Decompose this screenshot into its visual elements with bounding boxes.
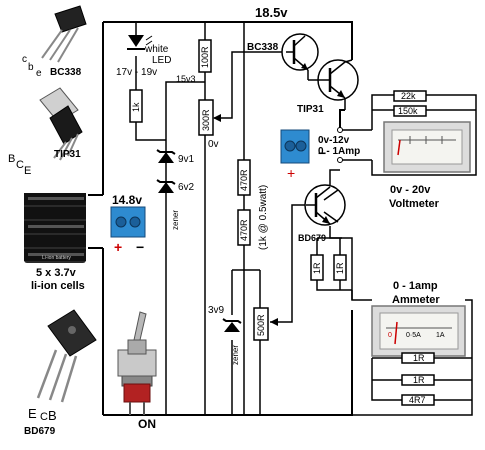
resistor-470r-upper-label: 470R	[239, 169, 249, 191]
zener-6v2-label: 6v2	[178, 182, 195, 193]
bd679-pin-c: C	[40, 411, 48, 423]
white-led: white LED 17v - 19v	[116, 35, 171, 78]
resistor-470r-lower-label: 470R	[239, 219, 249, 241]
zener-3v9: 3v9 zener	[208, 305, 242, 365]
pot-500r: 500R	[253, 307, 278, 341]
switch-on-label: ON	[138, 417, 156, 431]
resistor-100r: 100R	[198, 39, 212, 73]
battery-minus-label: −	[136, 239, 144, 255]
zener-9v1: 9v1	[156, 149, 195, 165]
voltage-15v3-label: 15v3	[176, 74, 196, 84]
zener-label-a: zener	[171, 210, 180, 230]
voltmeter-range: 0v - 20v	[390, 184, 431, 196]
transistor-bd679: BD679	[298, 184, 346, 243]
battery-plus-label: +	[114, 239, 122, 255]
tip31-package-illustration: TIP31 B C E	[8, 87, 83, 177]
bc338-package-illustration: c b e BC338	[22, 5, 87, 79]
ammeter-title: Ammeter	[392, 294, 440, 306]
resistor-1r-c-label: 1R	[413, 353, 425, 363]
resistor-1r-d-label: 1R	[413, 375, 425, 385]
toggle-switch[interactable]: ON	[117, 311, 157, 431]
bc338-pin-e: e	[36, 68, 42, 79]
pot-300r: 300R 0v	[198, 99, 221, 150]
bd679-label: BD679	[298, 233, 326, 243]
supply-voltage-label: 18.5v	[255, 5, 288, 20]
battery-voltage-label: 14.8v	[112, 193, 142, 207]
resistor-1r-b-label: 1R	[335, 262, 345, 274]
pot-300r-label: 300R	[201, 109, 211, 131]
ammeter: 1R 1R 0 - 1amp Ammeter 0 0·5A 1A 1R 1R 4…	[310, 254, 466, 406]
pot-500r-label: 500R	[256, 314, 266, 336]
bc338-pin-c: c	[22, 54, 27, 65]
resistor-22k-label: 22k	[401, 91, 416, 101]
voltmeter: 22k 150k 0v - 20v Voltmeter	[383, 90, 471, 210]
zener-6v2: 6v2 zener	[156, 179, 195, 230]
battery-desc-1: 5 x 3.7v	[36, 267, 77, 279]
tip31-label: TIP31	[297, 104, 324, 115]
resistor-100r-label: 100R	[200, 46, 210, 68]
output-current-range: 0 - 1Amp	[318, 146, 360, 157]
resistor-150k-label: 150k	[398, 106, 418, 116]
ammeter-scale-mid: 0·5A	[406, 332, 421, 339]
bd679-legend-label: BD679	[24, 426, 56, 437]
ammeter-scale-max: 1A	[436, 332, 445, 339]
tip31-pin-e: E	[24, 165, 31, 177]
output-plus-label: +	[287, 165, 295, 181]
bc338-pin-b: b	[28, 62, 34, 73]
bd679-package-illustration: E C B BD679	[24, 309, 97, 437]
zener-3v9-label: 3v9	[208, 305, 225, 316]
wiring	[88, 21, 477, 416]
voltmeter-title: Voltmeter	[389, 198, 440, 210]
bd679-pin-e: E	[28, 406, 37, 421]
resistor-1r-a-label: 1R	[312, 262, 322, 274]
battery-desc-2: li-ion cells	[31, 280, 85, 292]
led-voltage-label: 17v - 19v	[116, 67, 157, 78]
tip31-pin-b: B	[8, 153, 15, 165]
battery-terminal-block: 14.8v + −	[110, 193, 146, 255]
zener-label-b: zener	[231, 345, 240, 365]
resistor-470r-lower: 470R	[237, 209, 251, 246]
transistor-bc338: BC338	[247, 33, 319, 71]
tip31-legend-label: TIP31	[54, 149, 81, 160]
ammeter-range: 0 - 1amp	[393, 280, 438, 292]
resistor-power-note: (1k @ 0.5watt)	[258, 185, 269, 250]
led-color-label: white	[144, 44, 169, 55]
ammeter-scale-0: 0	[388, 332, 392, 339]
bc338-legend-label: BC338	[50, 67, 82, 78]
resistor-470r-upper: 470R	[237, 159, 251, 196]
output-terminal-block: + − 0v-12v 0 - 1Amp	[280, 127, 360, 181]
resistor-4r7-label: 4R7	[409, 395, 426, 405]
transistor-tip31: TIP31	[297, 59, 359, 115]
resistor-1k-label: 1k	[131, 102, 141, 112]
battery-cell-label: Li-ion battery	[42, 255, 71, 261]
zener-9v1-label: 9v1	[178, 154, 195, 165]
voltage-0v-label: 0v	[208, 139, 219, 150]
battery-pack: Li-ion battery 5 x 3.7v li-ion cells	[24, 193, 86, 292]
led-word-label: LED	[152, 55, 171, 66]
bc338-label: BC338	[247, 42, 279, 53]
tip31-pin-c: C	[16, 159, 24, 171]
resistor-1k: 1k	[129, 89, 143, 123]
output-minus-label: −	[318, 145, 326, 161]
output-voltage-range: 0v-12v	[318, 135, 350, 146]
bd679-pin-b: B	[48, 408, 57, 423]
